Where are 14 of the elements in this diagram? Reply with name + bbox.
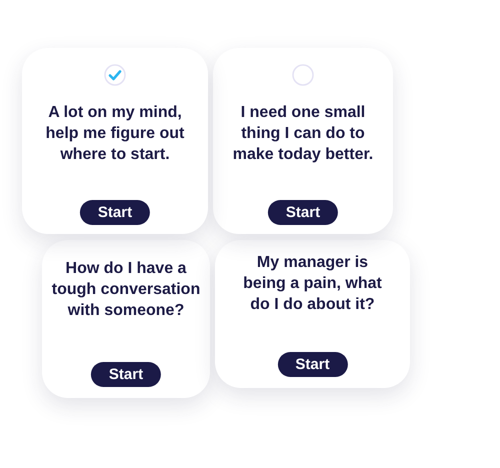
prompt-card xyxy=(42,240,210,398)
start-button: Start xyxy=(90,362,162,387)
prompt-card xyxy=(215,240,410,388)
start-button: Start xyxy=(80,200,150,225)
start-button: Start xyxy=(277,352,348,377)
card-prompt: How do I have a tough conversation with someone? xyxy=(51,259,201,321)
card-prompt: My manager is being a pain, what do I do about it? xyxy=(242,253,382,315)
start-button: Start xyxy=(268,200,338,225)
prompt-card xyxy=(213,48,393,234)
card-prompt: A lot on my mind, help me figure out where to start. xyxy=(44,103,186,165)
checked-checkbox-icon xyxy=(104,64,126,86)
checkbox-icon xyxy=(292,64,314,86)
prompt-card xyxy=(22,48,208,234)
card-prompt: I need one small thing I can do to make today better. xyxy=(232,103,374,165)
